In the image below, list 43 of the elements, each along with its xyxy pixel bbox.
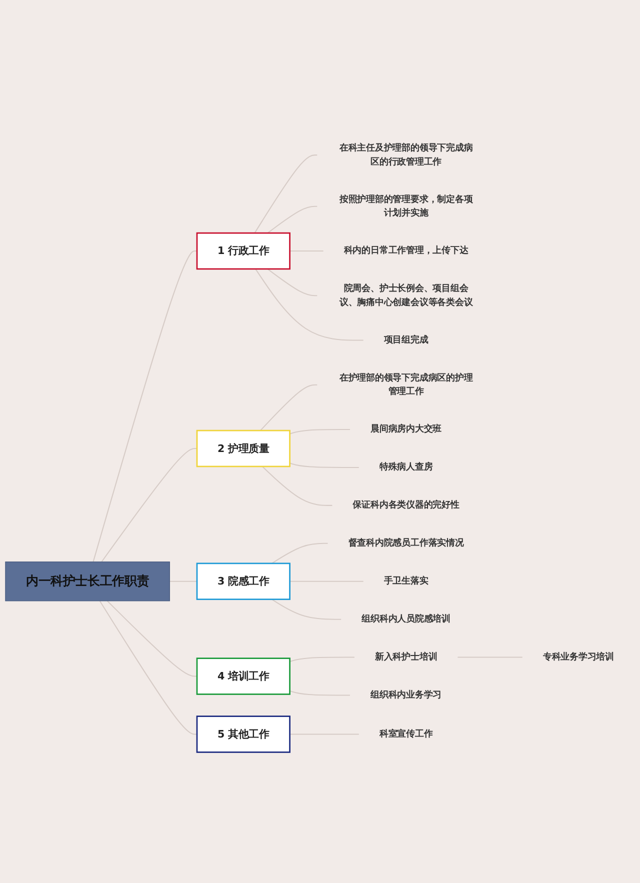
node-text: 督查科内院感员工作落实情况 bbox=[348, 538, 464, 548]
connector bbox=[92, 250, 198, 562]
node-text: 专科业务学习培训 bbox=[542, 652, 614, 662]
node-box: 5 其他工作 bbox=[196, 715, 290, 753]
connector bbox=[272, 542, 328, 564]
connector bbox=[290, 733, 359, 734]
connector bbox=[170, 580, 197, 582]
connector bbox=[458, 656, 522, 658]
connector bbox=[290, 580, 364, 582]
connector bbox=[254, 154, 318, 233]
connector bbox=[267, 268, 318, 296]
node-text: 在科主任及护理部的领导下完成病区的行政管理工作 bbox=[339, 142, 473, 166]
connector bbox=[290, 690, 350, 696]
connector bbox=[101, 448, 197, 562]
connector bbox=[262, 466, 332, 506]
connector bbox=[106, 600, 197, 676]
node-box: 2 护理质量 bbox=[196, 430, 290, 467]
connector bbox=[290, 462, 359, 468]
connector bbox=[99, 600, 197, 734]
connector bbox=[260, 384, 318, 431]
node-text: 组织科内人员院感培训 bbox=[362, 614, 451, 624]
connector bbox=[267, 206, 318, 234]
node-box: 4 培训工作 bbox=[196, 657, 290, 695]
connector bbox=[272, 598, 342, 620]
node-box: 3 院感工作 bbox=[196, 562, 290, 600]
node-text: 科内的日常工作管理，上传下达 bbox=[344, 245, 468, 256]
node-text: 晨间病房内大交班 bbox=[370, 424, 442, 434]
node-text: 在护理部的领导下完成病区的护理管理工作 bbox=[339, 372, 473, 396]
node-text: 新入科护士培训 bbox=[374, 652, 438, 662]
connector bbox=[290, 428, 350, 434]
node-text: 院周会、护士长例会、项目组会议、胸痛中心创建会议等各类会议 bbox=[339, 283, 473, 307]
node-text: 按照护理部的管理要求，制定各项计划并实施 bbox=[339, 194, 473, 218]
connector bbox=[255, 268, 364, 340]
node-text: 手卫生落实 bbox=[384, 576, 428, 586]
node-text: 特殊病人查房 bbox=[379, 462, 433, 472]
node-box: 1 行政工作 bbox=[196, 232, 290, 270]
connector bbox=[290, 250, 324, 252]
node-text: 组织科内业务学习 bbox=[370, 690, 442, 700]
connector bbox=[290, 656, 354, 662]
node-text: 保证科内各类仪器的完好性 bbox=[352, 500, 460, 510]
node-text: 项目组完成 bbox=[384, 334, 428, 345]
node-box: 内一科护士长工作职责 bbox=[5, 561, 170, 601]
node-text: 科室宣传工作 bbox=[379, 728, 433, 739]
